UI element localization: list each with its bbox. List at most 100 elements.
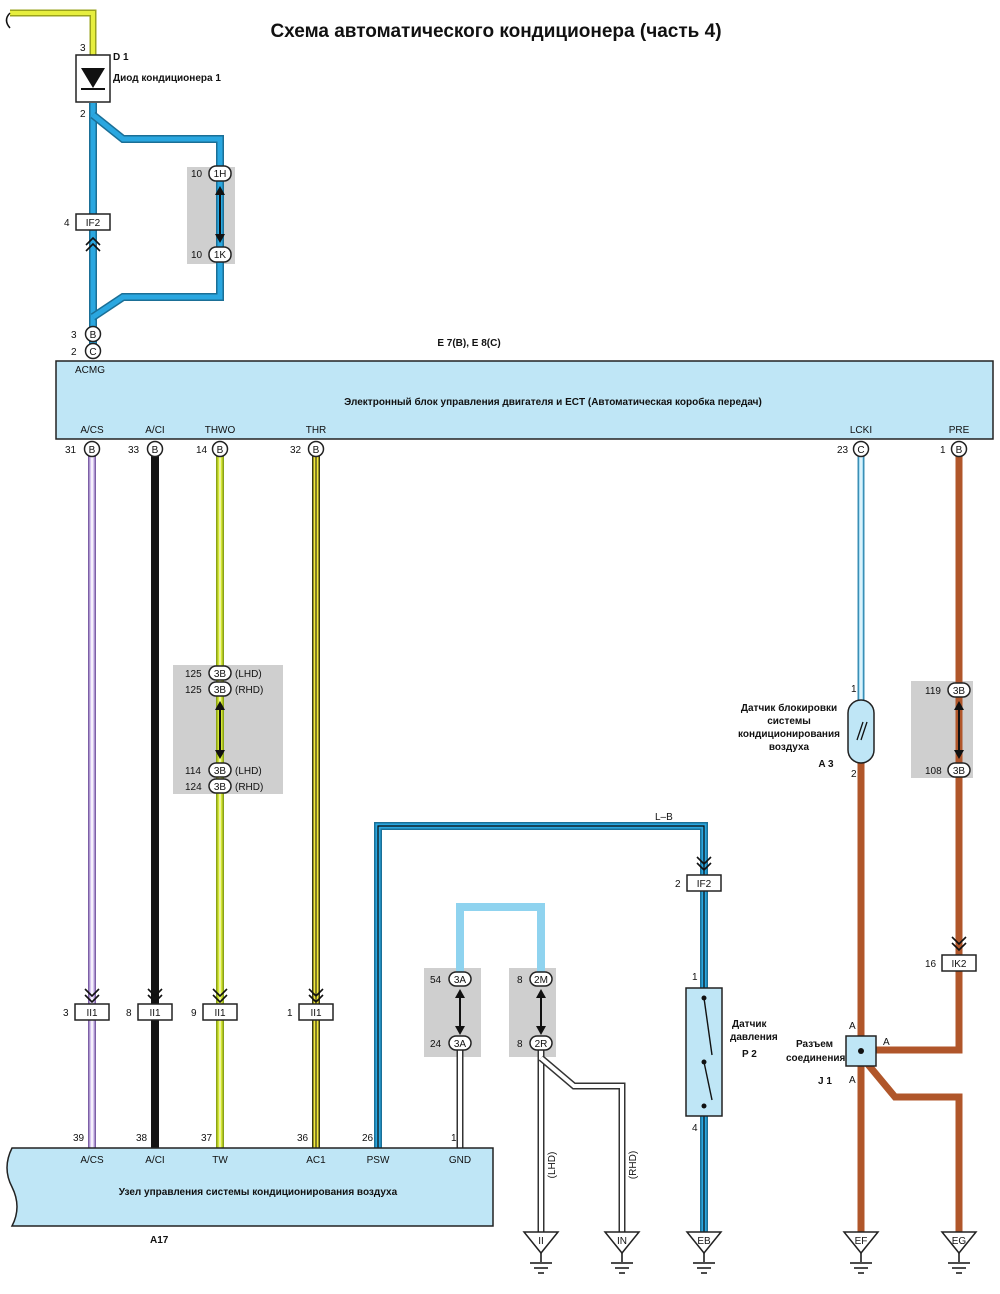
splice-1h-num: 10 (191, 169, 203, 180)
thwo-top1-num: 125 (185, 669, 202, 680)
junction-pin-right: A (883, 1037, 890, 1048)
pre-top-num: 119 (925, 686, 941, 697)
thwo-top1-conn: 3B (214, 669, 227, 680)
lock-sensor-line3: кондиционирования (738, 729, 840, 740)
splice-1k-num: 10 (191, 250, 203, 261)
ecu-term-lcki: LCKI (850, 425, 872, 436)
ac-pin-38: 38 (136, 1133, 148, 1144)
ecu-term-pre: PRE (949, 425, 970, 436)
ecu-term-thwo: THWO (205, 425, 236, 436)
splice-3b-thwo: 3B 125 (LHD) 3B 125 (RHD) 3B 114 (LHD) 3… (185, 665, 263, 794)
ecu-term-thr: THR (306, 425, 327, 436)
splice-1k-label: 1K (214, 250, 227, 261)
splice-3a-bottom: 3A (454, 1039, 467, 1050)
pressure-sensor-pin-top: 1 (692, 972, 698, 983)
splice-1h-1k: 1H 10 1K 10 (191, 165, 232, 263)
pre-top-conn: 3B (953, 686, 966, 697)
ground-ii: II (522, 1231, 560, 1274)
ecu-pin-33-conn: B (152, 445, 159, 456)
ac-unit-name: Узел управления системы кондиционировани… (119, 1187, 398, 1198)
connector-ii1-thwo: II1 9 (191, 988, 238, 1021)
lock-sensor-pin-top: 1 (851, 684, 857, 695)
ac-pin-39: 39 (73, 1133, 85, 1144)
ac-pin-26: 26 (362, 1133, 374, 1144)
splice-3a-bottom-num: 24 (430, 1039, 442, 1050)
wire-rhd-note: (RHD) (628, 1151, 639, 1179)
ecu-top-pin-b-num: 3 (71, 330, 77, 341)
splice-3a-top-num: 54 (430, 975, 442, 986)
diode-name: Диод кондиционера 1 (113, 73, 221, 84)
ecu-bottom-pins: B 31 B 33 B 14 B 32 C 23 B 1 (65, 440, 968, 458)
diode-pin-top: 3 (80, 43, 86, 54)
ac-term-ac1: AC1 (306, 1155, 326, 1166)
junction-pin-bottom: A (849, 1075, 856, 1086)
thwo-bot2-note: (RHD) (235, 782, 263, 793)
ecu-pin-23-num: 23 (837, 445, 849, 456)
thwo-bot2-num: 124 (185, 782, 202, 793)
ecu-term-aci: A/CI (145, 425, 164, 436)
lock-sensor-line4: воздуха (769, 742, 810, 753)
thwo-top1-note: (LHD) (235, 669, 262, 680)
diode-d1: D 1 Диод кондиционера 1 3 2 (75, 43, 221, 120)
diode-code: D 1 (113, 52, 129, 63)
wire-lhd-note: (LHD) (547, 1152, 558, 1179)
junction-line1: Разъем (796, 1039, 833, 1050)
ii1-aci-label: II1 (149, 1008, 161, 1019)
ecu-pin-1-num: 1 (940, 445, 946, 456)
thwo-bot1-note: (LHD) (235, 766, 262, 777)
if2-top-label: IF2 (86, 218, 101, 229)
ii1-thwo-pin: 9 (191, 1008, 197, 1019)
pressure-sensor-name2: давления (730, 1032, 778, 1043)
pressure-sensor-code: P 2 (742, 1049, 757, 1060)
splice-2m-top: 2M (534, 975, 548, 986)
lock-sensor-a3: 1 2 Датчик блокировки системы кондициони… (738, 684, 875, 780)
splice-3a-top: 3A (454, 975, 467, 986)
connector-ii1-thr: II1 1 (287, 988, 334, 1021)
splice-2m-top-num: 8 (517, 975, 523, 986)
ii1-thr-pin: 1 (287, 1008, 293, 1019)
ground-ef-label: EF (855, 1236, 868, 1247)
ac-pin-1: 1 (451, 1133, 457, 1144)
thwo-top2-conn: 3B (214, 685, 227, 696)
ac-term-gnd: GND (449, 1155, 471, 1166)
ik2-pin: 16 (925, 959, 937, 970)
ecu-top-pin-c-num: 2 (71, 347, 77, 358)
ac-pin-36: 36 (297, 1133, 309, 1144)
ac-term-aci: A/CI (145, 1155, 164, 1166)
ecu-name: Электронный блок управления двигателя и … (344, 396, 762, 408)
ecu-pin-32-num: 32 (290, 445, 302, 456)
ecu-top-pins: B 3 C 2 (71, 325, 102, 360)
pressure-sensor-pin-bottom: 4 (692, 1123, 698, 1134)
lock-sensor-code: A 3 (818, 759, 834, 770)
ac-term-tw: TW (212, 1155, 228, 1166)
ecu-pin-23-conn: C (857, 445, 864, 456)
connector-ik2: IK2 16 (925, 936, 977, 972)
lock-sensor-line1: Датчик блокировки (741, 702, 837, 714)
splice-3a: 3A 54 3A 24 (430, 971, 472, 1051)
ii1-acs-label: II1 (86, 1008, 98, 1019)
thwo-top2-num: 125 (185, 685, 202, 696)
pre-bot-num: 108 (925, 766, 942, 777)
ecu-pin-31-num: 31 (65, 445, 77, 456)
connector-ii1-aci: II1 8 (126, 988, 173, 1021)
lock-sensor-line2: системы (767, 716, 811, 727)
ecu-pin-31-conn: B (89, 445, 96, 456)
ac-term-acs: A/CS (80, 1155, 104, 1166)
connector-ii1-acs: II1 3 (63, 988, 110, 1021)
junction-code: J 1 (818, 1076, 832, 1087)
ground-eb-label: EB (697, 1236, 711, 1247)
connector-if2-top: IF2 4 (64, 213, 111, 252)
thwo-top2-note: (RHD) (235, 685, 263, 696)
wire-gnd-lightblue-loop (456, 903, 545, 975)
ii1-acs-pin: 3 (63, 1008, 69, 1019)
diode-pin-bottom: 2 (80, 109, 86, 120)
pressure-sensor-name1: Датчик (732, 1019, 768, 1030)
ik2-label: IK2 (951, 959, 966, 970)
if2-top-pin: 4 (64, 218, 70, 229)
junction-line2: соединения (786, 1053, 846, 1064)
ground-in: IN (603, 1231, 641, 1274)
connector-if2-right: IF2 2 (675, 856, 722, 892)
ground-eg: EG (940, 1231, 978, 1274)
thwo-bot1-num: 114 (185, 766, 201, 777)
ac-term-psw: PSW (367, 1155, 390, 1166)
